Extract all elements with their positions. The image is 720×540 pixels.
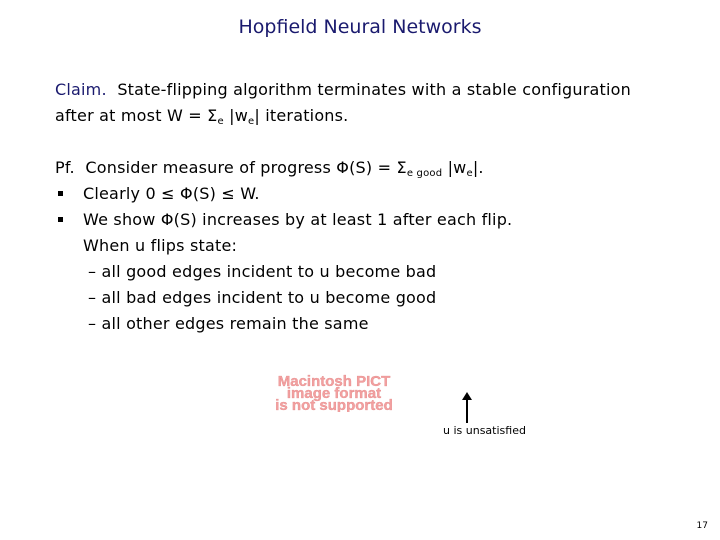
subscript-e: e — [466, 168, 473, 179]
subscript-e-good: e good — [406, 168, 443, 179]
bullet-1-text-a: Clearly 0 ≤ — [83, 184, 181, 203]
claim-w: |w — [223, 106, 249, 125]
pict-line-1: Macintosh PICT — [278, 373, 391, 390]
proof-label: Pf. — [55, 158, 75, 177]
arrow-head — [462, 392, 472, 400]
subscript-e: e — [248, 116, 255, 127]
sigma-symbol: Σ — [207, 106, 218, 125]
arrow-shaft — [466, 397, 468, 423]
phi-symbol: Φ — [336, 158, 350, 177]
claim-text-2: after at most W = — [55, 106, 208, 125]
dash-item-2: – all bad edges incident to u become goo… — [88, 288, 437, 307]
phi-symbol: Φ — [180, 184, 193, 203]
subscript-e: e — [217, 116, 224, 127]
when-line: When u flips state: — [83, 236, 238, 255]
bullet-1-text-b: (S) ≤ W. — [192, 184, 260, 203]
page-number: 17 — [696, 521, 708, 531]
pict-line-3: is not supported — [275, 397, 393, 412]
proof-text-1d: |. — [472, 158, 484, 177]
claim-line-2: after at most W = Σe |we| iterations. — [55, 106, 348, 127]
claim-label: Claim. — [55, 80, 107, 99]
dash-item-1: – all good edges incident to u become ba… — [88, 262, 437, 281]
pict-line-2: image format — [287, 385, 381, 402]
dash-item-3: – all other edges remain the same — [88, 314, 369, 333]
bullet-2-text-b: (S) increases by at least 1 after each f… — [173, 210, 513, 229]
bullet-2-text-a: We show — [83, 210, 161, 229]
proof-text-1: Consider measure of progress — [85, 158, 337, 177]
phi-symbol: Φ — [160, 210, 174, 229]
claim-text-1: State-flipping algorithm terminates with… — [117, 80, 631, 99]
proof-text-1b: (S) = — [349, 158, 397, 177]
sigma-symbol: Σ — [396, 158, 407, 177]
slide-title: Hopfield Neural Networks — [238, 16, 482, 38]
proof-line-1: Pf. Consider measure of progress Φ(S) = … — [55, 158, 484, 179]
proof-text-1c: |w — [442, 158, 467, 177]
bullet-2: We show Φ(S) increases by at least 1 aft… — [83, 210, 512, 229]
arrow-caption: u is unsatisfied — [443, 424, 526, 437]
bullet-marker — [58, 191, 63, 196]
bullet-marker — [58, 217, 63, 222]
claim-tail: | iterations. — [254, 106, 349, 125]
unsupported-image-placeholder: Macintosh PICT image format is not suppo… — [275, 373, 393, 412]
bullet-1: Clearly 0 ≤ Φ(S) ≤ W. — [83, 184, 260, 203]
claim-line-1: Claim. State-flipping algorithm terminat… — [55, 80, 631, 99]
